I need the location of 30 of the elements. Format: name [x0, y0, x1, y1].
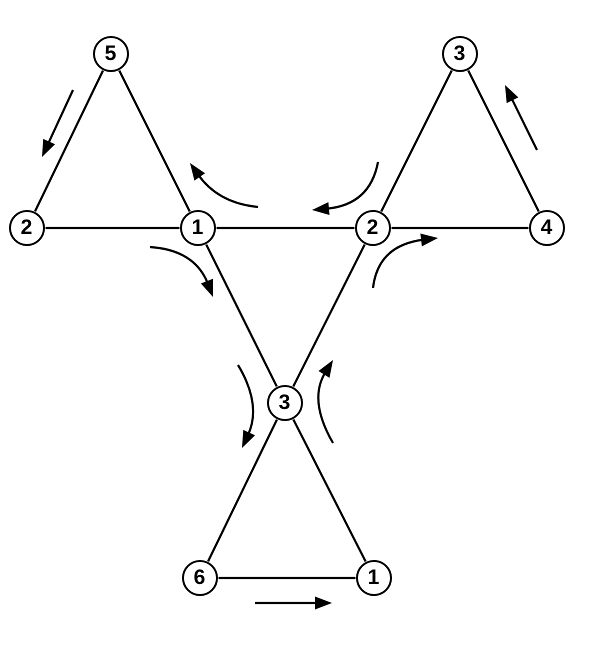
connector-line	[216, 226, 354, 230]
connector-line	[392, 226, 528, 230]
node-circle	[266, 384, 302, 420]
node-circle	[92, 36, 128, 72]
connector-line	[205, 244, 278, 387]
connector-line	[46, 226, 180, 230]
connector-line	[467, 70, 540, 212]
node-number: 5	[104, 43, 116, 64]
node-number: 2	[20, 217, 32, 238]
connector-line	[380, 70, 453, 212]
node-number: 4	[540, 217, 552, 238]
node-circle	[354, 210, 390, 246]
node-number: 3	[454, 43, 466, 64]
node-number: 1	[192, 217, 204, 238]
node-circle	[528, 210, 564, 246]
node-circle	[8, 210, 44, 246]
connector-line	[218, 576, 356, 580]
connector-line	[292, 244, 366, 387]
node-circle	[356, 560, 392, 596]
node-number: 6	[194, 567, 206, 588]
node-number: 2	[366, 217, 378, 238]
connector-line	[292, 419, 367, 562]
connector-line	[34, 70, 104, 212]
node-circle	[442, 36, 478, 72]
node-number: 1	[368, 567, 380, 588]
node-number: 3	[278, 392, 290, 413]
node-circle	[180, 210, 216, 246]
node-circle	[182, 560, 218, 596]
connector-line	[118, 70, 191, 212]
connector-line	[207, 419, 278, 562]
